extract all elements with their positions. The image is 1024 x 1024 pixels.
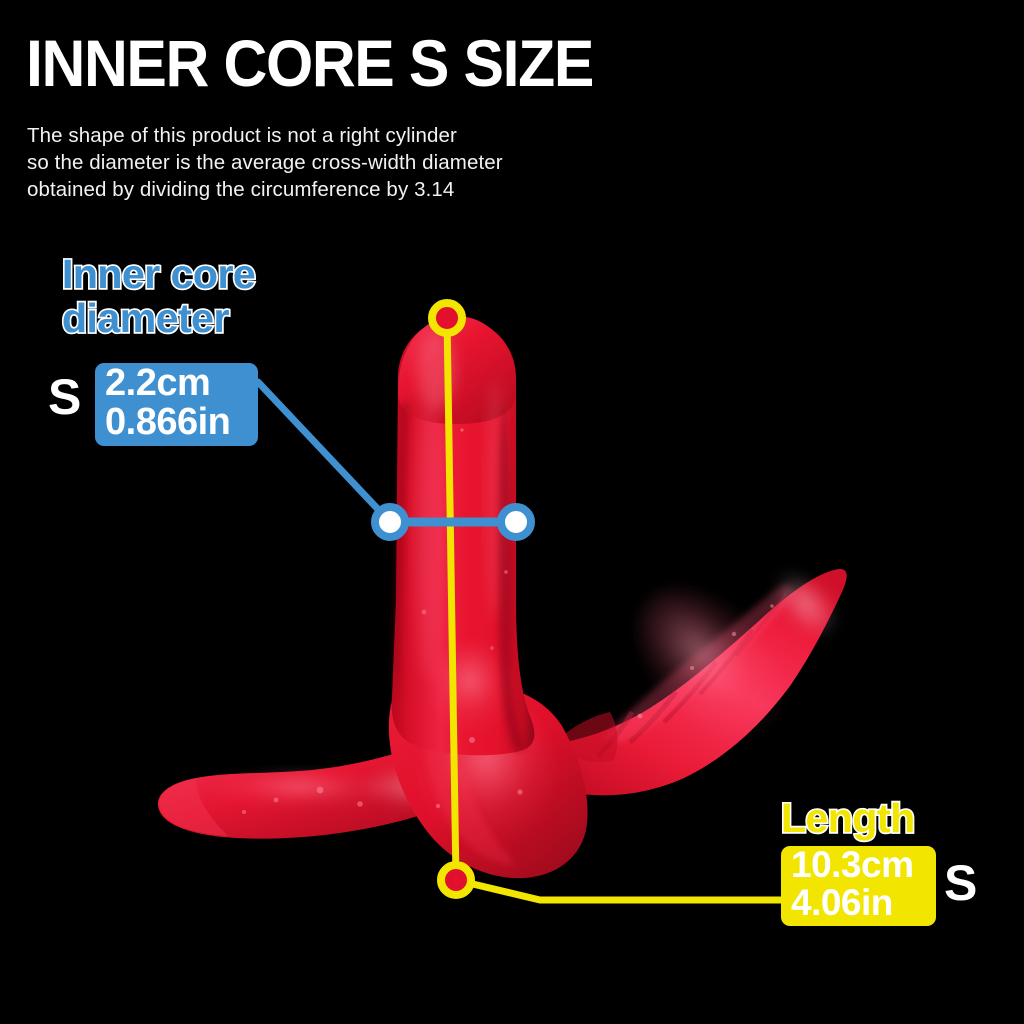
diameter-callout-label: Inner core diameter: [62, 251, 256, 341]
length-value-in: 4.06in: [791, 882, 893, 923]
length-size-letter: S: [944, 855, 977, 911]
length-callout-label: Length: [781, 795, 915, 841]
length-measurement-line: [428, 299, 794, 904]
page-subtitle: The shape of this product is not a right…: [27, 124, 503, 201]
length-callout-label-stroke: Length: [779, 794, 917, 842]
page-title: INNER CORE S SIZE: [26, 26, 594, 100]
length-value-badge: 10.3cm 4.06in: [781, 846, 936, 926]
length-value-cm: 10.3cm: [791, 844, 914, 885]
diameter-value-in: 0.866in: [105, 400, 231, 443]
diameter-value-badge: 2.2cm 0.866in: [95, 363, 258, 446]
length-endpoint-top: [428, 299, 466, 337]
diameter-measurement-line: [254, 378, 535, 541]
diameter-value-cm: 2.2cm: [105, 361, 211, 404]
product-right-arm: [544, 568, 847, 796]
diameter-endpoint-left: [371, 503, 409, 541]
diameter-callout-label-stroke: Inner core diameter: [60, 250, 257, 342]
diameter-size-letter: S: [48, 369, 81, 425]
diameter-endpoint-right: [497, 503, 535, 541]
length-endpoint-bottom: [437, 861, 475, 899]
